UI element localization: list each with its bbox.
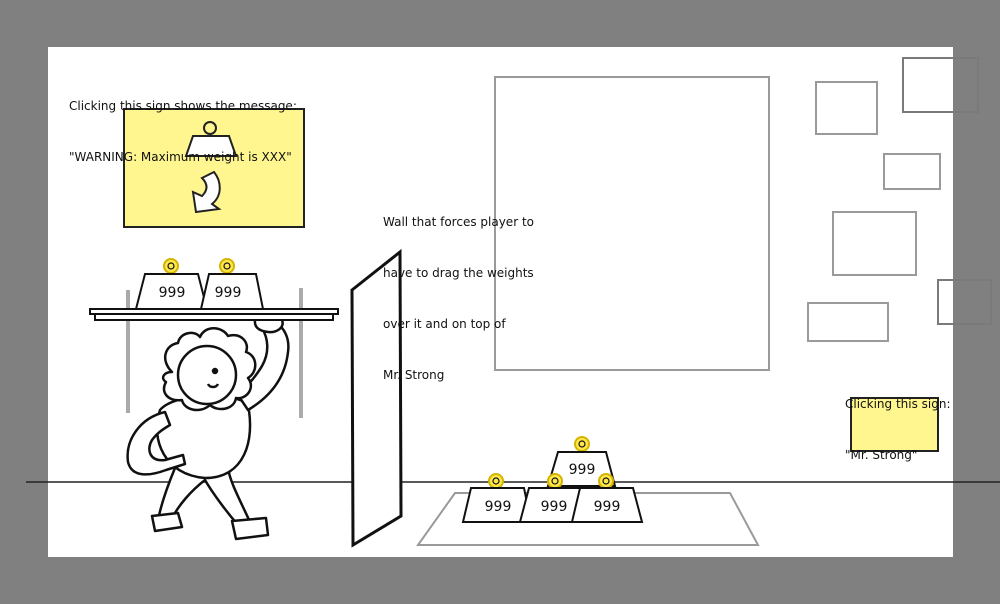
weight-label: 999	[485, 499, 512, 515]
weight-tray-right[interactable]: 999	[199, 258, 265, 310]
weight-label: 999	[594, 499, 621, 515]
weight-tray	[89, 308, 339, 321]
wall-note-line: have to drag the weights	[383, 266, 534, 280]
warning-sign-note: Clicking this sign shows the message: "W…	[69, 64, 297, 183]
frame-6	[807, 302, 889, 342]
mr-strong-character[interactable]	[126, 288, 303, 541]
wall-note-line: over it and on top of	[383, 317, 506, 331]
mr-strong-sign-note: Clicking this sign: "Mr. Strong"	[845, 362, 951, 481]
wall-obstacle[interactable]	[350, 248, 403, 548]
picture-frames	[807, 57, 992, 342]
weight-label: 999	[569, 462, 596, 478]
weight-handle-icon	[547, 473, 563, 489]
wall-note-line: Wall that forces player to	[383, 215, 534, 229]
weight-handle-icon	[488, 473, 504, 489]
frame-4	[832, 211, 917, 276]
weight-floor-top[interactable]: 999	[546, 436, 617, 487]
weight-label: 999	[215, 285, 242, 301]
large-window-frame	[494, 76, 770, 371]
weight-tray-left[interactable]: 999	[134, 258, 209, 310]
weight-floor-right[interactable]: 999	[570, 473, 644, 523]
mr-strong-sign-note-line: Clicking this sign:	[845, 397, 951, 411]
weight-floor-left[interactable]: 999	[461, 473, 533, 523]
weight-icon	[184, 121, 238, 157]
frame-5	[937, 279, 992, 325]
weight-handle-icon	[163, 258, 179, 274]
warning-sign[interactable]	[123, 108, 305, 228]
mr-strong-sign[interactable]	[850, 397, 939, 452]
weight-label: 999	[541, 499, 568, 515]
curved-arrow-down-icon	[191, 170, 222, 214]
wall-note: Wall that forces player to have to drag …	[383, 180, 534, 401]
mr-strong-sign-note-line: "Mr. Strong"	[845, 448, 918, 462]
wall-note-line: Mr. Strong	[383, 368, 445, 382]
frame-3	[883, 153, 941, 190]
frame-1	[815, 81, 878, 135]
floor-mat	[416, 492, 760, 546]
weight-floor-middle[interactable]: 999	[518, 473, 588, 523]
frame-2	[902, 57, 979, 113]
weight-label: 999	[159, 285, 186, 301]
weight-handle-icon	[598, 473, 614, 489]
warning-sign-note-line: Clicking this sign shows the message:	[69, 99, 297, 113]
warning-sign-note-line: "WARNING: Maximum weight is XXX"	[69, 150, 292, 164]
weight-handle-icon	[574, 436, 590, 452]
weight-handle-icon	[219, 258, 235, 274]
